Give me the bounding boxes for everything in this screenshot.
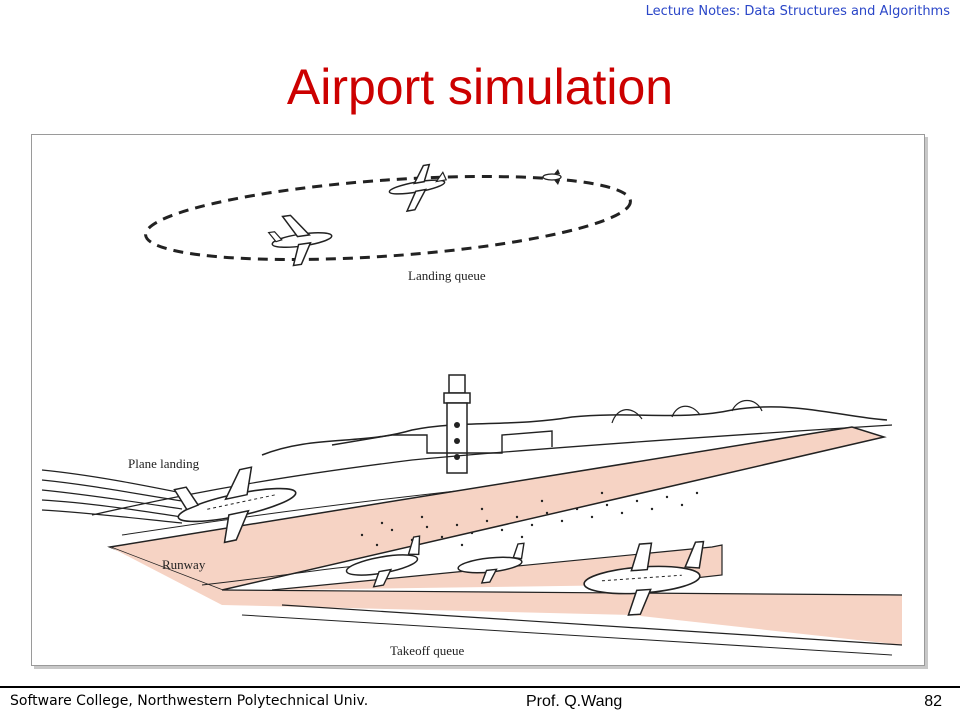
gravel-texture	[360, 491, 699, 547]
runway-label: Runway	[162, 557, 206, 572]
runway-lower-surface	[110, 547, 902, 645]
page-number: 82	[924, 693, 942, 710]
footer-divider	[0, 686, 960, 688]
airport-drawing: Landing queue	[41, 163, 903, 658]
takeoff-queue-label: Takeoff queue	[390, 643, 465, 658]
footer-institution: Software College, Northwestern Polytechn…	[10, 693, 369, 709]
plane-landing-label: Plane landing	[128, 456, 200, 471]
slide-title: Airport simulation	[286, 59, 674, 115]
horizon-treeline	[261, 406, 888, 456]
terminal-buildings	[331, 430, 553, 454]
control-tower	[443, 374, 471, 474]
runway-surface	[107, 426, 887, 591]
holding-plane-left-icon	[267, 214, 333, 267]
takeoff-plane-2-icon	[457, 542, 525, 584]
landing-plane-icon	[173, 466, 297, 544]
airport-illustration: Landing queue	[31, 134, 925, 666]
holding-pattern-path	[144, 174, 632, 262]
landing-queue-label: Landing queue	[408, 268, 486, 283]
holding-plane-far-icon	[542, 169, 562, 185]
footer-author: Prof. Q.Wang	[526, 693, 623, 710]
takeoff-plane-3-icon	[583, 540, 705, 616]
holding-plane-middle-icon	[388, 163, 448, 213]
lecture-notes-header: Lecture Notes: Data Structures and Algor…	[645, 4, 950, 19]
motion-lines	[41, 469, 183, 524]
takeoff-plane-1-icon	[345, 535, 421, 588]
